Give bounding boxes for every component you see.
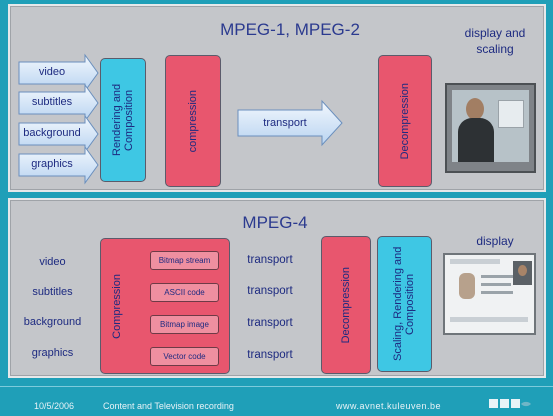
top-input-background: background — [23, 127, 81, 139]
bottom-display-label: display — [476, 234, 514, 248]
bottom-input-graphics: graphics — [31, 347, 74, 359]
top-arrow-transport — [237, 99, 343, 147]
bottom-transport-3: transport — [247, 317, 293, 329]
video-person-head — [466, 98, 484, 120]
top-arrow-video — [18, 53, 99, 93]
bottom-display-frame — [443, 253, 536, 335]
bottom-compression-label: Compression — [111, 273, 123, 339]
display-slide-line-1 — [481, 275, 515, 278]
display-slide-footer — [450, 317, 528, 322]
code-vector: Vector code — [150, 347, 219, 366]
bottom-scaling-box: Scaling, Rendering and Composition — [377, 236, 432, 372]
mpeg12-title: MPEG-1, MPEG-2 — [220, 20, 360, 39]
bottom-decompression-box: Decompression — [321, 236, 371, 374]
top-compression-box: compression — [165, 55, 221, 187]
top-decompression-box: Decompression — [378, 55, 432, 187]
video-whiteboard — [498, 100, 524, 128]
top-arrow-subtitles — [18, 83, 99, 123]
inset-video-person — [518, 265, 527, 276]
footer-url: www.avnet.kuleuven.be — [336, 401, 442, 411]
top-rendering-composition-box: Rendering and Composition — [100, 58, 146, 182]
display-slide-line-2 — [481, 283, 511, 286]
bottom-scaling-label: Scaling, Rendering and Composition — [392, 246, 417, 362]
mpeg4-title: MPEG-4 — [242, 213, 308, 232]
top-rendering-label: Rendering and Composition — [110, 83, 135, 157]
footer-date: 10/5/2006 — [34, 401, 75, 411]
display-slide-header — [450, 259, 500, 264]
code-bitmap-image: Bitmap image — [150, 315, 219, 334]
bottom-transport-1: transport — [247, 254, 293, 266]
top-input-subtitles: subtitles — [31, 96, 73, 108]
bottom-transport-4: transport — [247, 349, 293, 361]
video-person-body — [458, 118, 494, 162]
top-display-video-frame — [445, 83, 536, 173]
top-display-label: display and scaling — [464, 26, 526, 56]
avnet-logo-icon — [489, 399, 531, 408]
display-slide-figure — [459, 273, 475, 299]
display-slide-line-3 — [481, 291, 513, 294]
top-compression-label: compression — [186, 89, 199, 153]
bottom-input-video: video — [39, 256, 66, 268]
bottom-decompression-label: Decompression — [339, 266, 352, 344]
footer-divider — [0, 386, 553, 387]
bottom-input-subtitles: subtitles — [32, 286, 73, 298]
top-transport-label: transport — [263, 117, 307, 129]
top-arrow-background — [18, 114, 99, 154]
top-arrow-graphics — [18, 145, 99, 185]
display-inset-video — [513, 261, 532, 285]
video-screen — [452, 90, 529, 162]
footer-subject: Content and Television recording — [103, 401, 234, 411]
top-input-arrow-shapes — [18, 53, 343, 185]
bottom-input-background: background — [23, 316, 82, 328]
top-decompression-label: Decompression — [398, 82, 411, 160]
bottom-transport-2: transport — [247, 285, 293, 297]
code-bitmap-stream: Bitmap stream — [150, 251, 219, 270]
top-input-video: video — [38, 66, 66, 78]
top-input-graphics: graphics — [31, 158, 73, 170]
code-ascii: ASCII code — [150, 283, 219, 302]
